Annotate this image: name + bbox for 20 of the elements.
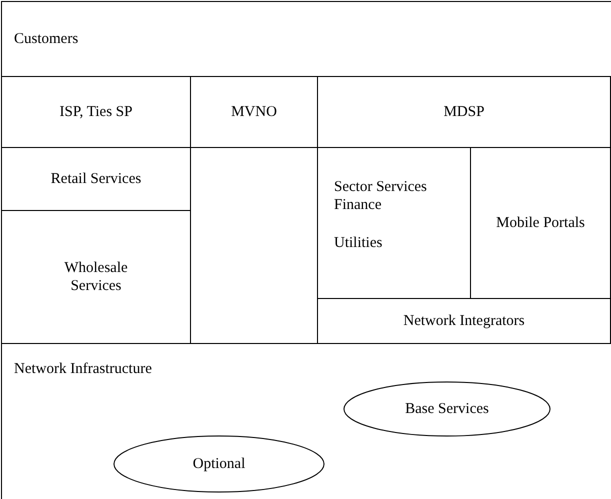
layer-box: [1, 147, 191, 211]
node-label: Mobile Portals: [496, 214, 585, 232]
node-label: Network Integrators: [403, 312, 525, 330]
layer-box: [317, 298, 611, 344]
node-label: Finance: [334, 196, 382, 214]
node-label: Optional: [192, 455, 246, 473]
node-label: Wholesale Services: [63, 259, 129, 295]
layer-box: [1, 1, 611, 77]
node-label: Retail Services: [50, 170, 142, 188]
node-label: MVNO: [231, 103, 277, 121]
layer-box: [1, 210, 191, 344]
node-label: MDSP: [444, 103, 484, 121]
node-label: Customers: [14, 30, 78, 48]
node-label: ISP, Ties SP: [60, 103, 132, 121]
oval-shape: [343, 381, 551, 437]
oval-shape: [113, 435, 325, 493]
node-label: Base Services: [405, 400, 489, 418]
node-label: Network Infrastructure: [14, 360, 152, 378]
node-label: Utilities: [334, 234, 382, 252]
node-label: Sector Services: [334, 178, 427, 196]
